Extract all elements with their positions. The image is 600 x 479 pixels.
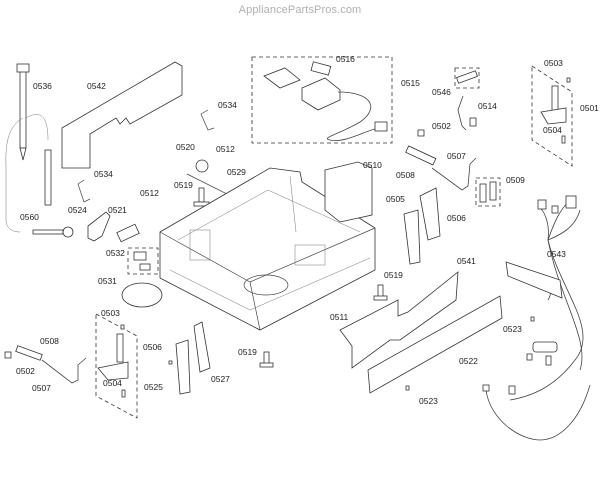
part-label-0534b[interactable]: 0534: [94, 169, 113, 179]
part-0525-hinge-left: [97, 333, 129, 381]
part-label-0536[interactable]: 0536: [33, 81, 52, 91]
part-0546-heater-element: [456, 70, 478, 84]
part-label-0519a[interactable]: 0519: [174, 180, 193, 190]
part-label-0512b[interactable]: 0512: [140, 188, 159, 198]
part-0521-valve: [116, 223, 140, 243]
part-label-0520[interactable]: 0520: [176, 142, 195, 152]
part-label-0523b[interactable]: 0523: [419, 396, 438, 406]
part-label-0501[interactable]: 0501: [580, 103, 599, 113]
part-0503-screw-a: [566, 77, 571, 83]
part-0522-toe-kick: [367, 295, 503, 394]
part-0534-clip-a: [200, 109, 215, 131]
part-label-0510[interactable]: 0510: [363, 160, 382, 170]
part-base-frame: [159, 167, 376, 331]
part-label-0511[interactable]: 0511: [330, 312, 349, 322]
part-label-0543[interactable]: 0543: [547, 249, 566, 259]
part-label-0546[interactable]: 0546: [432, 87, 451, 97]
part-0546-sensor-wire: [457, 95, 467, 131]
part-label-0504a[interactable]: 0504: [543, 125, 562, 135]
part-0519-screw-a: [193, 187, 210, 207]
part-0527-bracket: [193, 321, 211, 373]
part-label-0503b[interactable]: 0503: [101, 308, 120, 318]
part-0542-insulation: [61, 61, 183, 169]
part-0534-clip-b: [77, 179, 91, 203]
part-0532-piece-a: [133, 251, 147, 261]
part-label-0541[interactable]: 0541: [457, 256, 476, 266]
part-0507-cable-a: [431, 157, 477, 191]
kit-0515-box: [251, 56, 393, 144]
part-label-0507a[interactable]: 0507: [447, 151, 466, 161]
part-0520-nut: [195, 159, 209, 173]
part-label-0508b[interactable]: 0508: [40, 336, 59, 346]
part-0507-cable-b: [41, 357, 87, 384]
part-label-0509[interactable]: 0509: [506, 175, 525, 185]
part-0509-switch-b: [489, 181, 497, 201]
kit-0509-box: [475, 177, 501, 207]
part-label-0506a[interactable]: 0506: [447, 213, 466, 223]
part-0505-hinge-lever: [403, 209, 421, 265]
part-0523-screw-b: [405, 385, 410, 391]
part-0560-tube: [32, 229, 64, 235]
part-label-0523a[interactable]: 0523: [503, 324, 522, 334]
part-0516-junction-box: [263, 61, 388, 142]
part-0501-hinge-right: [540, 85, 567, 125]
part-0506-screw-b: [168, 360, 173, 365]
part-label-0525[interactable]: 0525: [144, 382, 163, 392]
part-0536-rail: [5, 63, 52, 233]
part-label-0507b[interactable]: 0507: [32, 383, 51, 393]
part-label-0505[interactable]: 0505: [386, 194, 405, 204]
part-label-0506b[interactable]: 0506: [143, 342, 162, 352]
part-label-0521[interactable]: 0521: [108, 205, 127, 215]
part-0543-wire-harness: [482, 195, 591, 441]
part-label-0524[interactable]: 0524: [68, 205, 87, 215]
part-label-0519c[interactable]: 0519: [238, 347, 257, 357]
kit-0546-box: [454, 67, 480, 89]
part-label-0531[interactable]: 0531: [98, 276, 117, 286]
kit-0501-box: [531, 65, 573, 167]
part-0541-toe-panel-insulation: [339, 271, 459, 369]
part-0531-disc: [121, 282, 163, 308]
watermark: AppliancePartsPros.com: [238, 4, 362, 16]
part-label-0504b[interactable]: 0504: [103, 378, 122, 388]
part-label-0534a[interactable]: 0534: [218, 100, 237, 110]
part-label-0502a[interactable]: 0502: [432, 121, 451, 131]
part-0514-sensor: [469, 117, 477, 127]
part-0502-clip-a: [417, 129, 425, 137]
part-label-0542[interactable]: 0542: [87, 81, 106, 91]
part-0502-clip-b: [4, 351, 12, 359]
part-label-0532[interactable]: 0532: [106, 248, 125, 258]
part-label-0502b[interactable]: 0502: [16, 366, 35, 376]
part-0532-piece-b: [139, 263, 151, 271]
part-label-0512a[interactable]: 0512: [216, 144, 235, 154]
part-0504-part-a: [561, 135, 566, 144]
part-label-0560[interactable]: 0560: [20, 212, 39, 222]
part-0508-hinge-spring-a: [405, 145, 437, 166]
part-0509-switch-a: [479, 183, 487, 203]
part-label-0514[interactable]: 0514: [478, 101, 497, 111]
part-0506-bracket: [419, 187, 441, 241]
part-label-0515[interactable]: 0515: [401, 78, 420, 88]
part-label-0529[interactable]: 0529: [227, 167, 246, 177]
part-label-0527[interactable]: 0527: [211, 374, 230, 384]
part-label-0508a[interactable]: 0508: [396, 170, 415, 180]
part-0508-hinge-spring-b: [15, 345, 43, 361]
part-0527-hinge-lever: [175, 339, 191, 395]
part-label-0516[interactable]: 0516: [336, 54, 355, 64]
part-label-0519b[interactable]: 0519: [384, 270, 403, 280]
part-label-0522[interactable]: 0522: [459, 356, 478, 366]
part-label-0503a[interactable]: 0503: [544, 58, 563, 68]
part-0523-screw-a: [530, 316, 535, 322]
part-0524-bracket: [87, 211, 111, 242]
part-0519-screw-c: [259, 351, 274, 368]
part-0503-screw-b: [120, 324, 125, 330]
part-0504-part-b: [121, 389, 126, 398]
part-0510-module: [324, 161, 373, 223]
part-0519-screw-b: [373, 284, 388, 301]
part-0560-grommet: [62, 226, 74, 238]
kit-0532-box: [127, 247, 159, 275]
